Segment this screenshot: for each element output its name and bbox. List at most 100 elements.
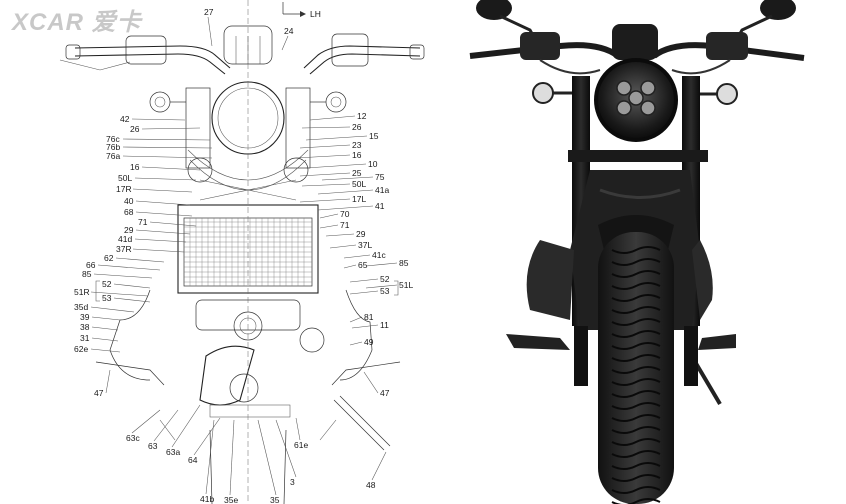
leader-line	[349, 316, 363, 323]
leader-line	[365, 284, 398, 289]
leader-line	[122, 138, 211, 141]
leader-line	[351, 324, 379, 329]
callout-label-39: 39	[80, 312, 90, 322]
callout-label-26: 26	[352, 122, 362, 132]
leader-line	[122, 155, 213, 159]
callout-label-52: 52	[380, 274, 390, 284]
leader-line	[349, 290, 379, 295]
leader-line	[343, 254, 371, 259]
callout-label-64: 64	[188, 455, 198, 465]
callout-label-63: 63	[148, 441, 158, 451]
leader-line	[317, 205, 374, 211]
leader-line	[343, 264, 357, 269]
callout-label-47: 47	[94, 388, 104, 398]
callout-label-71: 71	[340, 220, 350, 230]
callout-label-11: 11	[380, 320, 389, 330]
callout-label-65: 65	[358, 260, 368, 270]
callout-label-62e: 62e	[74, 344, 88, 354]
leader-line	[305, 163, 367, 169]
callout-label-42: 42	[120, 114, 130, 124]
leader-line	[132, 188, 193, 193]
leader-line	[97, 264, 161, 271]
leader-line	[349, 341, 363, 346]
leader-line	[113, 283, 151, 289]
handlebar	[59, 33, 425, 75]
callout-label-37R: 37R	[116, 244, 132, 254]
photo-engine-left	[526, 240, 574, 320]
callout-label-35e: 35e	[224, 495, 238, 504]
callout-label-31: 31	[80, 333, 90, 343]
leader-line	[149, 221, 197, 227]
callout-label-76a: 76a	[106, 151, 120, 161]
leader-line	[134, 238, 187, 243]
leader-line	[363, 371, 379, 394]
right-mirror	[760, 0, 796, 20]
callout-label-62: 62	[104, 253, 114, 263]
leader-line	[309, 115, 356, 121]
callout-label-41c: 41c	[372, 250, 386, 260]
callout-label-48: 48	[366, 480, 376, 490]
leader-line	[135, 200, 191, 206]
callout-layer: 422676c76b76a1650L17R4068712941d37R62668…	[74, 7, 413, 504]
callout-label-76b: 76b	[106, 142, 120, 152]
callout-label-75: 75	[375, 172, 385, 182]
callout-label-27: 27	[204, 7, 214, 17]
callout-label-41d: 41d	[118, 234, 132, 244]
callout-label-81: 81	[364, 312, 374, 322]
photo-right-footpeg	[698, 334, 736, 350]
leader-line	[365, 262, 398, 267]
exhaust-pipe	[199, 345, 255, 406]
leader-line	[93, 273, 153, 279]
leader-line	[134, 177, 197, 181]
leader-line	[115, 257, 165, 263]
callout-label-12: 12	[357, 111, 367, 121]
callout-label-17L: 17L	[352, 194, 366, 204]
leader-line	[113, 297, 151, 303]
leader-line	[329, 244, 357, 249]
leader-line	[131, 118, 186, 121]
callout-label-63a: 63a	[166, 447, 180, 457]
callout-label-53: 53	[380, 286, 390, 296]
photo-kickstand	[692, 358, 722, 406]
leader-line	[132, 248, 185, 253]
callout-label-35d: 35d	[74, 302, 88, 312]
callout-label-63c: 63c	[126, 433, 140, 443]
callout-label-38: 38	[80, 322, 90, 332]
leader-line	[301, 183, 351, 187]
callout-label-23: 23	[352, 140, 362, 150]
leader-line	[90, 306, 135, 313]
callout-label-68: 68	[124, 207, 134, 217]
callout-label-70: 70	[340, 209, 350, 219]
leader-line	[319, 213, 339, 219]
callout-label-29: 29	[124, 225, 134, 235]
leader-line	[299, 172, 351, 177]
watermark-logo: XCAR 爱卡	[12, 9, 142, 36]
left-mirror	[476, 0, 512, 20]
leader-line	[135, 211, 193, 217]
leader-line	[141, 127, 201, 130]
callout-label-47: 47	[380, 388, 390, 398]
callout-label-53: 53	[102, 293, 112, 303]
leader-line	[135, 229, 191, 235]
callout-label-16: 16	[130, 162, 140, 172]
leader-line	[91, 326, 119, 331]
callout-label-71: 71	[138, 217, 148, 227]
callout-label-52: 52	[102, 279, 112, 289]
callout-label-3: 3	[290, 477, 295, 487]
callout-label-61e: 61e	[294, 440, 308, 450]
callout-label-51R: 51R	[74, 287, 90, 297]
callout-label-76c: 76c	[106, 134, 120, 144]
leader-line	[349, 278, 379, 283]
callout-label-29: 29	[356, 229, 366, 239]
callout-label-85: 85	[399, 258, 409, 268]
callout-label-40: 40	[124, 196, 134, 206]
callout-label-10: 10	[368, 159, 378, 169]
callout-label-35: 35	[270, 495, 280, 504]
callout-label-85: 85	[82, 269, 92, 279]
callout-label-15: 15	[369, 131, 379, 141]
photo-left-footpeg	[506, 334, 570, 350]
callout-label-51L: 51L	[399, 280, 413, 290]
photo-meter	[612, 24, 658, 60]
leader-line	[299, 144, 351, 149]
